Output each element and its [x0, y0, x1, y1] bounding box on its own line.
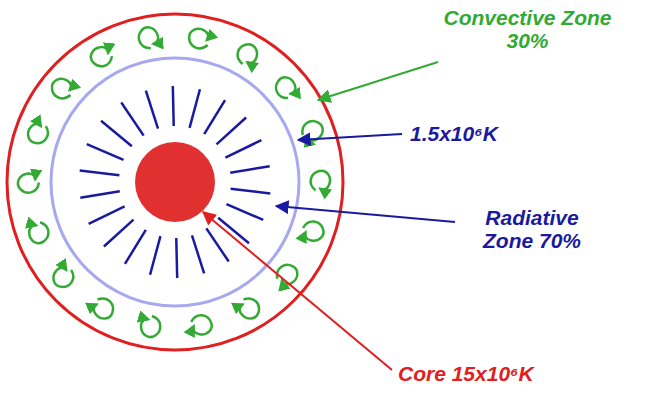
radiation-dash — [192, 235, 204, 273]
radiation-dashes — [80, 86, 271, 278]
radiation-dash — [150, 236, 160, 275]
convection-loop — [238, 297, 260, 320]
convection-loop — [51, 77, 73, 100]
core-disc — [135, 142, 215, 222]
radiation-dash — [125, 230, 146, 264]
convection-loop — [188, 27, 210, 50]
radiation-dash — [101, 121, 132, 146]
zone-label: Radiative Zone 70% — [462, 206, 602, 252]
convection-loop — [28, 124, 48, 143]
radiative-boundary — [51, 58, 299, 306]
radiation-dash — [89, 206, 125, 223]
radiation-dash — [80, 191, 119, 198]
leader-line — [203, 212, 392, 370]
radiation-dash — [87, 144, 124, 160]
core-label: Core 15x10⁶K — [398, 362, 658, 385]
convection-cells — [14, 24, 332, 340]
radiation-dash — [104, 220, 134, 247]
convection-loop — [235, 42, 260, 67]
convection-loop — [137, 313, 165, 340]
convection-loop — [53, 268, 73, 287]
radiation-dash — [230, 166, 269, 173]
radiation-dash — [175, 238, 178, 278]
convection-loop — [272, 74, 299, 101]
radiation-dash — [231, 189, 271, 194]
convection-loop — [25, 219, 53, 246]
convection-loop — [14, 170, 42, 197]
radiation-dash — [172, 86, 175, 126]
convection-loop — [188, 311, 215, 338]
convection-loop — [135, 24, 162, 51]
radiation-dash — [226, 204, 263, 220]
radiation-dash — [216, 117, 246, 144]
convection-loop — [92, 297, 114, 320]
radiation-dash — [146, 91, 158, 129]
sun-surface — [7, 14, 343, 350]
radiation-dash — [80, 171, 120, 176]
zone-label: Convective Zone 30% — [420, 6, 635, 52]
convection-loop — [308, 168, 333, 193]
leader-line — [276, 206, 455, 222]
radiation-dash — [190, 89, 200, 128]
convection-loop — [87, 43, 115, 70]
radiation-dash — [121, 102, 143, 135]
radiation-dash — [204, 100, 225, 134]
radiation-dash — [206, 228, 228, 261]
leader-line — [318, 62, 438, 100]
temperature-label: 1.5x10⁶K — [410, 122, 570, 145]
leader-line — [298, 134, 402, 140]
convection-loop — [300, 218, 327, 245]
radiation-dash — [218, 218, 249, 243]
radiation-dash — [225, 140, 261, 157]
